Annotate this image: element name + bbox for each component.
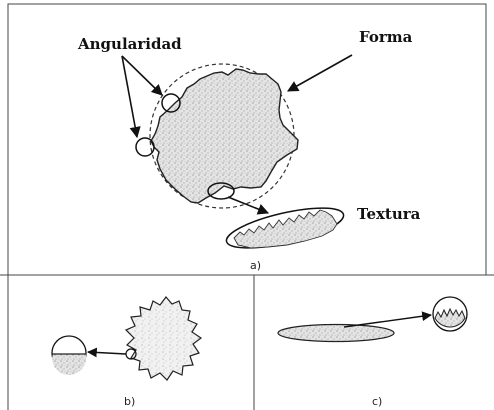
forma-arrow — [288, 55, 352, 91]
particle-shape-b — [126, 297, 201, 380]
particle-shape-c — [278, 325, 394, 342]
caption-c: c) — [372, 395, 382, 408]
angularidad-circle-left — [136, 138, 154, 156]
forma-label: Forma — [359, 28, 413, 46]
caption-a: a) — [250, 259, 261, 272]
surface-zoom-texture-b — [52, 354, 86, 375]
angularidad-label: Angularidad — [77, 35, 182, 53]
textura-arrow — [228, 197, 268, 213]
caption-b: b) — [124, 395, 135, 408]
surface-arrow-c — [344, 315, 431, 327]
textura-label: Textura — [357, 205, 421, 223]
surface-arrow-b — [88, 352, 126, 354]
